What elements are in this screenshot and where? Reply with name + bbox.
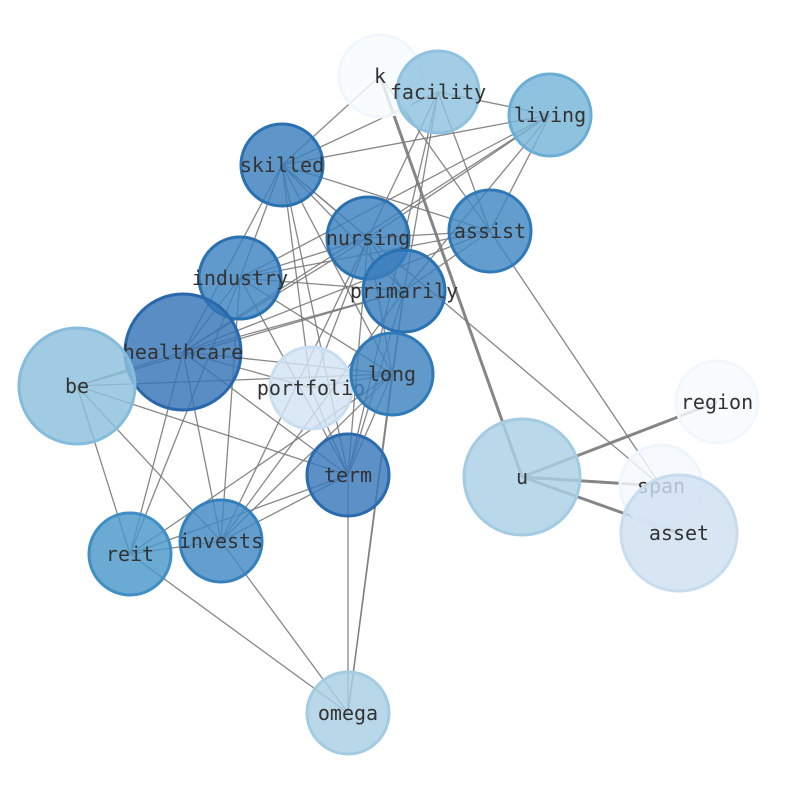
node-term[interactable]: term — [305, 432, 391, 518]
node-circle-assist — [447, 188, 533, 274]
node-circle-asset — [619, 473, 739, 593]
edge-reit-omega — [129, 553, 349, 714]
node-circle-u — [462, 417, 582, 537]
edge-assist-span — [489, 230, 662, 487]
node-label-u: u — [516, 465, 528, 489]
edge-skilled-term — [281, 164, 349, 476]
node-circle-region — [674, 359, 760, 445]
edge-living-industry — [239, 114, 551, 279]
node-circle-invests — [178, 498, 264, 584]
edge-living-skilled — [281, 114, 551, 166]
node-circle-omega — [305, 670, 391, 756]
node-primarily[interactable]: primarily — [350, 248, 458, 334]
node-circle-reit — [87, 511, 173, 597]
node-label-living: living — [514, 103, 586, 127]
node-label-term: term — [324, 463, 372, 487]
node-label-asset: asset — [649, 521, 709, 545]
node-healthcare[interactable]: healthcare — [123, 292, 243, 412]
node-facility[interactable]: facility — [390, 49, 486, 135]
node-label-facility: facility — [390, 80, 486, 104]
node-label-primarily: primarily — [350, 279, 458, 303]
node-label-assist: assist — [454, 219, 526, 243]
node-u[interactable]: u — [462, 417, 582, 537]
node-circle-primarily — [361, 248, 447, 334]
node-long[interactable]: long — [349, 331, 435, 417]
node-circle-be — [17, 326, 137, 446]
node-label-long: long — [368, 362, 416, 386]
node-asset[interactable]: asset — [619, 473, 739, 593]
edge-long-omega — [347, 373, 393, 714]
node-label-nursing: nursing — [326, 226, 410, 250]
node-label-portfolio: portfolio — [257, 376, 365, 400]
node-assist[interactable]: assist — [447, 188, 533, 274]
node-be[interactable]: be — [17, 326, 137, 446]
node-circle-skilled — [239, 122, 325, 208]
node-label-healthcare: healthcare — [123, 340, 243, 364]
node-living[interactable]: living — [507, 72, 593, 158]
node-circle-long — [349, 331, 435, 417]
node-circle-facility — [395, 49, 481, 135]
node-circle-living — [507, 72, 593, 158]
node-label-omega: omega — [318, 701, 378, 725]
edge-industry-invests — [220, 277, 241, 542]
node-circle-industry — [197, 235, 283, 321]
node-skilled[interactable]: skilled — [239, 122, 325, 208]
node-label-skilled: skilled — [240, 153, 324, 177]
node-region[interactable]: region — [674, 359, 760, 445]
node-reit[interactable]: reit — [87, 511, 173, 597]
node-label-k: k — [374, 64, 386, 88]
node-portfolio[interactable]: portfolio — [257, 345, 365, 431]
node-industry[interactable]: industry — [192, 235, 288, 321]
node-invests[interactable]: invests — [178, 498, 264, 584]
node-label-reit: reit — [106, 542, 154, 566]
node-label-be: be — [65, 374, 89, 398]
node-label-invests: invests — [179, 529, 263, 553]
node-label-industry: industry — [192, 266, 288, 290]
node-label-region: region — [681, 390, 753, 414]
node-circle-term — [305, 432, 391, 518]
node-omega[interactable]: omega — [305, 670, 391, 756]
